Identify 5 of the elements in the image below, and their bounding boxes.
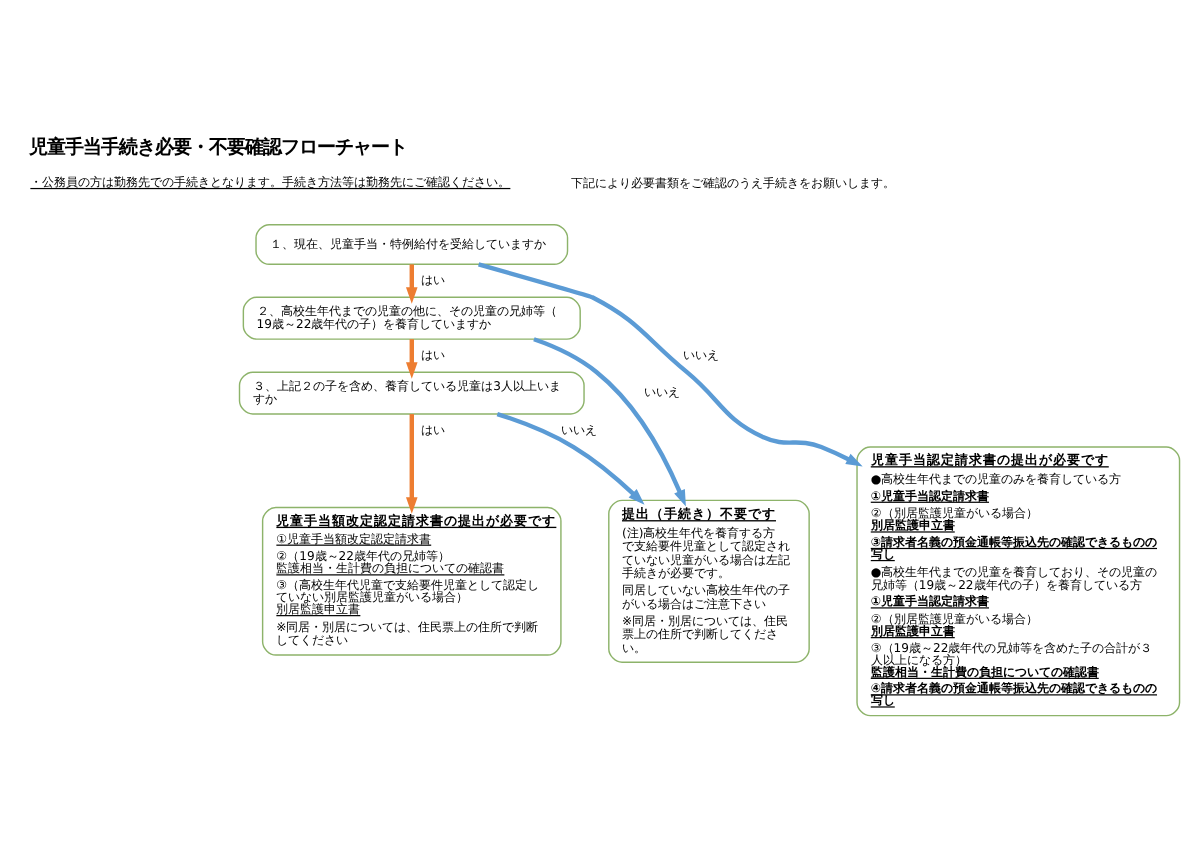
arrow [406,263,418,303]
arrow [406,338,418,378]
diagram-title: 児童手当手続き必要・不要確認フローチャート [29,135,408,158]
arrow [496,410,645,504]
arrow [406,413,418,513]
